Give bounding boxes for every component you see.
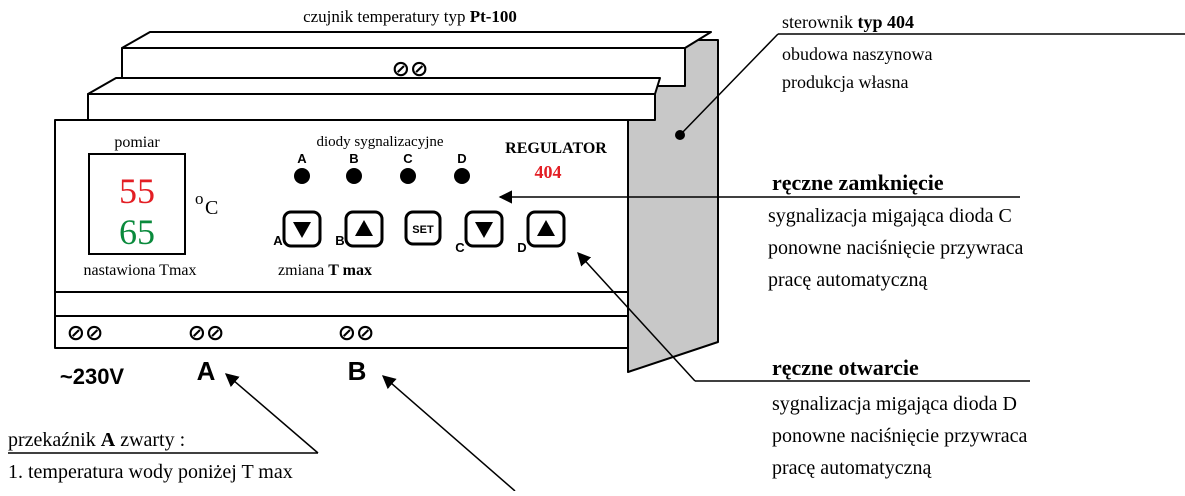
- button-label-b: B: [335, 233, 344, 248]
- arrow-up-icon: [537, 220, 555, 236]
- arrow-down-icon: [293, 222, 311, 238]
- open-arrow-diagonal: [577, 252, 696, 382]
- relay-arrow: [224, 373, 319, 454]
- open-line2: ponowne naciśnięcie przywraca: [772, 425, 1028, 447]
- terminal-symbol-power: ⊘⊘: [67, 320, 104, 345]
- set-button-label: SET: [412, 224, 434, 236]
- unit-degree: o: [195, 189, 204, 208]
- led-b: [346, 168, 362, 184]
- button-label-a: A: [273, 233, 283, 248]
- open-title: ręczne otwarcie: [772, 355, 919, 380]
- note-line3: produkcja własna: [782, 72, 908, 92]
- button-set[interactable]: SET: [404, 210, 442, 246]
- led-label-c: C: [403, 151, 413, 166]
- terminal-symbol-b: ⊘⊘: [338, 320, 375, 345]
- close-title: ręczne zamknięcie: [772, 170, 944, 195]
- led-d: [454, 168, 470, 184]
- display-value-setpoint: 65: [119, 212, 155, 252]
- leds-title: diody sygnalizacyjne: [316, 134, 443, 150]
- top-rail-back: [121, 31, 712, 49]
- display-value-measured: 55: [119, 171, 155, 211]
- terminal-label-a: A: [197, 356, 216, 386]
- button-a-down[interactable]: [282, 210, 322, 248]
- controller-housing: [54, 31, 719, 373]
- arrow-up-icon: [355, 220, 373, 236]
- close-line1: sygnalizacja migająca dioda C: [768, 205, 1012, 227]
- note-line1: sterownik typ 404: [782, 12, 914, 32]
- button-row: A B SET C D: [273, 210, 566, 255]
- sensor-label: czujnik temperatury typ Pt-100: [303, 7, 517, 26]
- middle-step-back: [87, 77, 661, 95]
- brand-name: REGULATOR: [505, 140, 607, 157]
- buttons-caption: zmiana T max: [278, 262, 372, 279]
- middle-step-front: [87, 93, 656, 121]
- lower-band: [54, 291, 629, 317]
- close-line3: pracę automatyczną: [768, 269, 928, 291]
- relay-line2: 1. temperatura wody poniżej T max: [8, 461, 293, 483]
- led-a: [294, 168, 310, 184]
- led-c: [400, 168, 416, 184]
- button-c-down[interactable]: [464, 210, 504, 248]
- button-b-up[interactable]: [344, 210, 384, 248]
- button-label-c: C: [455, 240, 465, 255]
- open-line3: pracę automatyczną: [772, 457, 932, 479]
- led-label-a: A: [297, 151, 307, 166]
- brand-model: 404: [535, 162, 562, 182]
- open-line1: sygnalizacja migająca dioda D: [772, 393, 1017, 415]
- terminal-label-b: B: [348, 356, 367, 386]
- button-d-up[interactable]: [526, 210, 566, 248]
- button-label-d: D: [517, 240, 526, 255]
- relay-line1: przekaźnik A zwarty :: [8, 429, 185, 451]
- note-line2: obudowa naszynowa: [782, 44, 932, 64]
- display-caption: nastawiona Tmax: [83, 262, 196, 279]
- terminal-label-power: ~230V: [60, 364, 125, 389]
- relay-b-arrow: [381, 375, 516, 492]
- terminal-symbol-a: ⊘⊘: [188, 320, 225, 345]
- display-window: [88, 153, 186, 255]
- arrow-down-icon: [475, 222, 493, 238]
- close-line2: ponowne naciśnięcie przywraca: [768, 237, 1024, 259]
- top-terminal-symbol: ⊘⊘: [392, 56, 429, 81]
- led-label-b: B: [349, 151, 358, 166]
- unit-celsius: C: [205, 197, 218, 219]
- led-group: A B C D: [294, 151, 470, 184]
- led-label-d: D: [457, 151, 466, 166]
- display-title: pomiar: [114, 134, 160, 151]
- note-leader-line: [679, 33, 779, 136]
